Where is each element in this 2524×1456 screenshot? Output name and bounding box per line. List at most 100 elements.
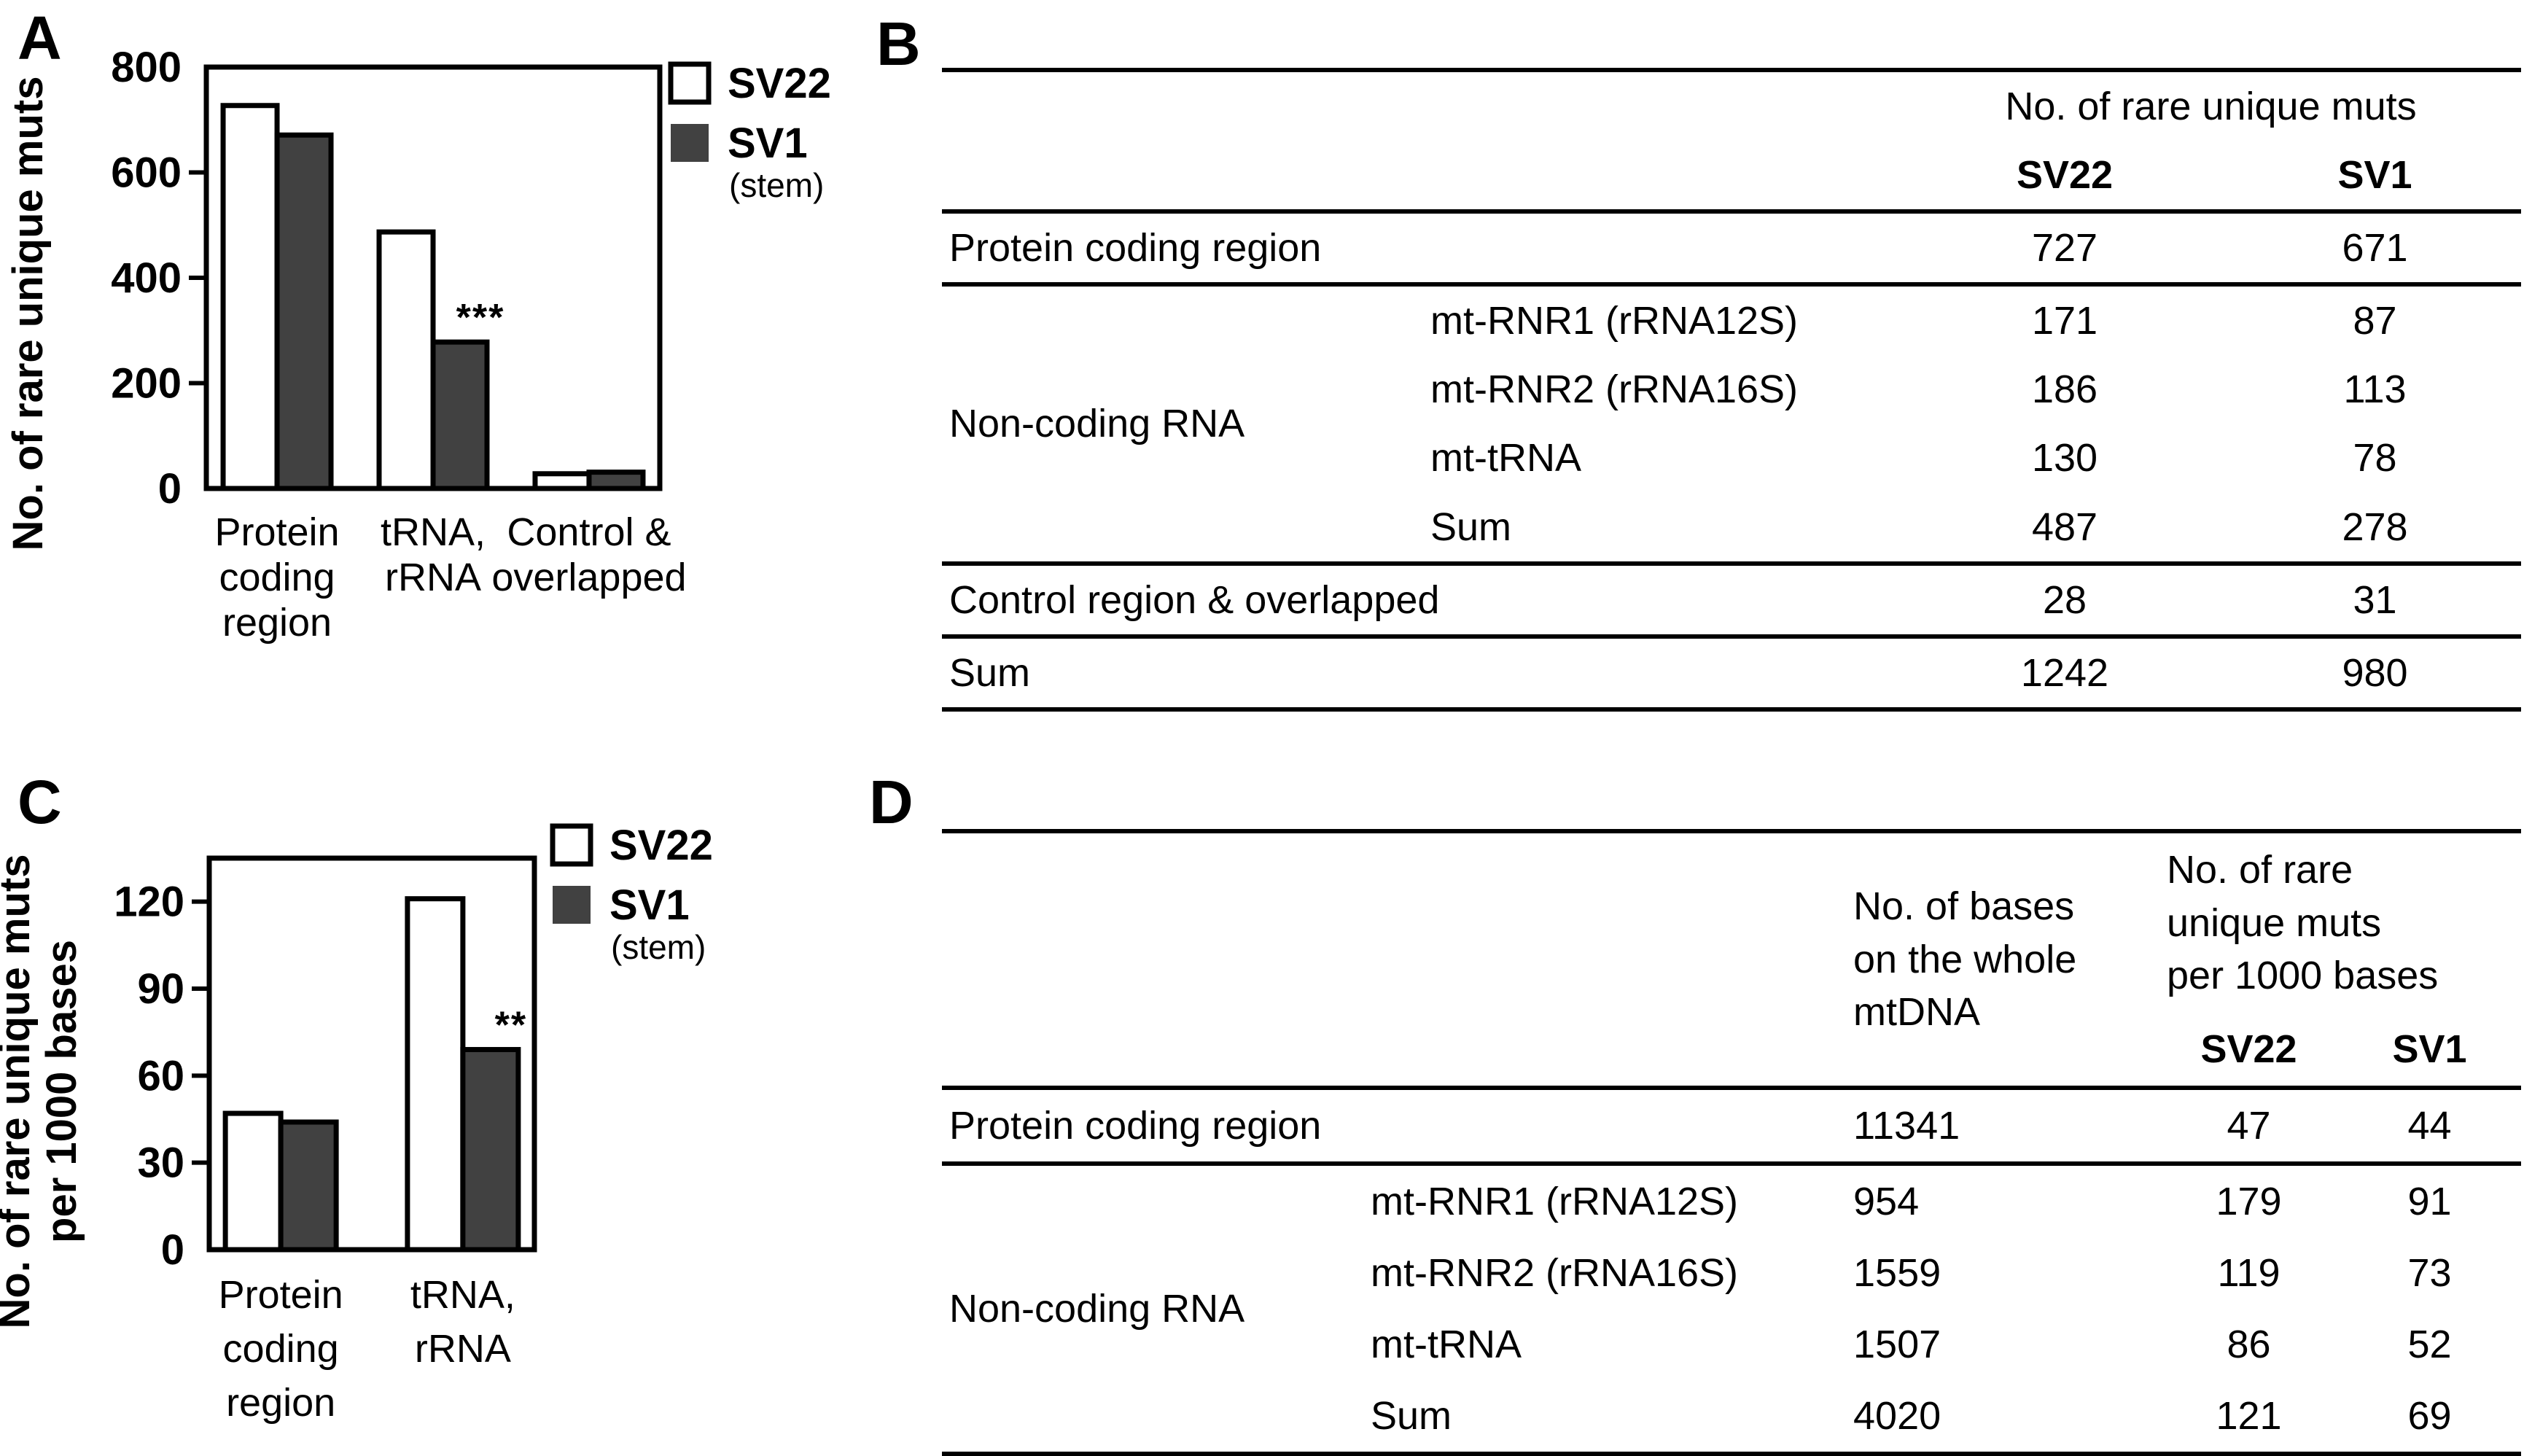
- C-y-axis-title: per 1000 bases: [38, 940, 85, 1243]
- panel-label-d: D: [869, 768, 914, 836]
- tableB-group-header: No. of rare unique muts: [2005, 85, 2417, 128]
- C-legend-swatch-sv1: [553, 886, 591, 924]
- C-category-label: tRNA,: [410, 1273, 515, 1317]
- tableB-control-sv1: 31: [2229, 561, 2522, 636]
- C-ytick-label: 30: [137, 1140, 184, 1187]
- tableD-rnr2-sv1: 73: [2407, 1251, 2452, 1296]
- A-ytick-label: 200: [111, 360, 182, 408]
- tableB-col-header-sv22: SV22: [2016, 153, 2114, 198]
- C-legend-label-sv22: SV22: [609, 822, 713, 869]
- C-significance-stars: **: [495, 1005, 527, 1047]
- table-row: mt-tRNA 130 78: [942, 424, 2521, 492]
- tableD-rnr2-label: mt-RNR2 (rRNA16S): [1371, 1251, 1739, 1296]
- table-row: No. of bases on the whole mtDNA No. of r…: [942, 831, 2521, 1035]
- tableB-rnr1-label: mt-RNR1 (rRNA12S): [1423, 282, 1901, 356]
- table-row: SV22 SV1: [942, 141, 2521, 211]
- A-bar-sv1-2: [586, 470, 646, 491]
- C-category-label: rRNA: [415, 1327, 511, 1371]
- C-y-axis-title: No. of rare unique muts: [0, 854, 39, 1329]
- A-ytick-label: 0: [158, 465, 182, 513]
- tableD-muts-header: No. of rare unique muts per 1000 bases: [2167, 847, 2439, 998]
- tableD-trna-sv1: 52: [2407, 1323, 2452, 1367]
- A-ytick-label: 800: [111, 44, 182, 91]
- C-bar-sv22-1: [405, 896, 466, 1253]
- panel-label-b: B: [876, 9, 921, 78]
- C-category-label: coding: [223, 1327, 339, 1371]
- A-significance-stars: ***: [456, 297, 505, 339]
- tableD-trna-bases: 1507: [1853, 1323, 1941, 1367]
- tableB-control-label: Control region & overlapped: [942, 561, 1901, 636]
- C-bar-sv22-0: [222, 1110, 284, 1253]
- C-category-label: Protein: [219, 1273, 343, 1317]
- tableB-rnr1-sv1: 87: [2229, 282, 2522, 356]
- tableB-protein-sv1: 671: [2229, 209, 2522, 285]
- tableD-protein-sv22: 47: [2159, 1085, 2338, 1164]
- tableD-rnr1-bases: 954: [1846, 1161, 2159, 1238]
- tableB-rnr1-sv22: 171: [1901, 282, 2229, 356]
- tableB-ncsum-label: Sum: [1430, 505, 1512, 549]
- table-row: Sum 1242 980: [942, 634, 2522, 709]
- tableB-noncoding-group-label: Non-coding RNA: [942, 282, 1423, 564]
- panel-label-c: C: [17, 768, 62, 836]
- C-ytick-label: 0: [161, 1226, 184, 1274]
- tableD-rnr1-sv1: 91: [2338, 1161, 2521, 1238]
- table-row: Non-coding RNA mt-RNR1 (rRNA12S) 954 179…: [942, 1161, 2521, 1455]
- A-legend-label-sv22: SV22: [728, 60, 831, 107]
- tableB-col-header-sv1: SV1: [2337, 153, 2412, 198]
- C-legend-sublabel: (stem): [611, 928, 706, 966]
- C-bar-sv1-0: [278, 1119, 339, 1253]
- tableB-ncsum-sv22: 487: [2031, 505, 2098, 549]
- table-row: No. of rare unique muts: [942, 70, 2521, 141]
- C-ytick-label: 90: [137, 965, 184, 1013]
- table-muts-per-1000-bases: No. of bases on the whole mtDNA No. of r…: [942, 829, 2521, 1456]
- A-category-label: rRNA: [385, 556, 481, 599]
- spacer-cell: [942, 831, 1846, 1013]
- panel-label-a: A: [17, 4, 62, 72]
- tableB-trna-sv22: 130: [2031, 436, 2098, 480]
- A-category-label: coding: [219, 556, 335, 599]
- C-legend-swatch-sv22: [550, 823, 593, 867]
- table-row: Non-coding RNA mt-RNR1 (rRNA12S) 171 87: [942, 282, 2522, 564]
- table-row: mt-RNR2 (rRNA16S) 186 113: [942, 355, 2521, 424]
- bar-chart-muts-per-1000-bases: 0306090120**ProteincodingregiontRNA,rRNA…: [0, 822, 713, 1425]
- tableD-rnr1-label: mt-RNR1 (rRNA12S): [1363, 1161, 1846, 1238]
- tableB-trna-sv1: 78: [2353, 436, 2397, 480]
- table-row: Sum 487 278: [942, 493, 2521, 564]
- A-legend-swatch-sv22: [668, 61, 712, 105]
- tableD-col-header-sv22: SV22: [2200, 1027, 2297, 1071]
- tableB-control-sv22: 28: [1901, 561, 2229, 636]
- tableB-total-sv22: 1242: [1901, 634, 2229, 709]
- table-row: Control region & overlapped 28 31: [942, 561, 2522, 636]
- tableD-trna-sv22: 86: [2227, 1323, 2271, 1367]
- A-bar-sv1-0: [274, 132, 334, 491]
- tableD-col-header-sv1: SV1: [2392, 1027, 2467, 1071]
- bar-chart-rare-unique-muts: 0200400600800***ProteincodingregiontRNA,…: [4, 44, 831, 645]
- spacer-cell: [942, 1013, 1846, 1088]
- tableD-rnr2-bases: 1559: [1853, 1251, 1941, 1296]
- spacer-cell: [942, 70, 1901, 141]
- tableD-ncsum-sv1: 69: [2407, 1394, 2452, 1439]
- table-rare-unique-muts: No. of rare unique muts SV22 SV1 Protein…: [942, 68, 2522, 712]
- C-ytick-label: 60: [137, 1052, 184, 1099]
- A-category-label: Control &: [507, 510, 671, 554]
- A-category-label: overlapped: [491, 556, 686, 599]
- C-bar-sv1-1: [460, 1047, 521, 1253]
- A-legend-label-sv1: SV1: [728, 120, 808, 167]
- table-row: Sum 4020 121 69: [942, 1380, 2521, 1454]
- A-category-label: region: [222, 601, 332, 645]
- table-row: SV22 SV1: [942, 1013, 2521, 1088]
- tableD-ncsum-bases: 4020: [1853, 1394, 1941, 1439]
- tableB-total-label: Sum: [942, 634, 1901, 709]
- A-bar-sv22-2: [532, 471, 592, 491]
- tableB-protein-label: Protein coding region: [942, 209, 1901, 285]
- table-row: mt-RNR2 (rRNA16S) 1559 119 73: [942, 1237, 2521, 1309]
- tableD-protein-label: Protein coding region: [942, 1085, 1846, 1164]
- tableB-rnr2-sv22: 186: [2031, 367, 2098, 412]
- table-row: mt-tRNA 1507 86 52: [942, 1309, 2521, 1380]
- tableD-rnr1-sv22: 179: [2159, 1161, 2338, 1238]
- A-bar-sv22-1: [376, 229, 436, 491]
- C-legend-label-sv1: SV1: [609, 881, 690, 929]
- tableD-protein-sv1: 44: [2338, 1085, 2521, 1164]
- tableD-noncoding-group-label: Non-coding RNA: [942, 1161, 1363, 1455]
